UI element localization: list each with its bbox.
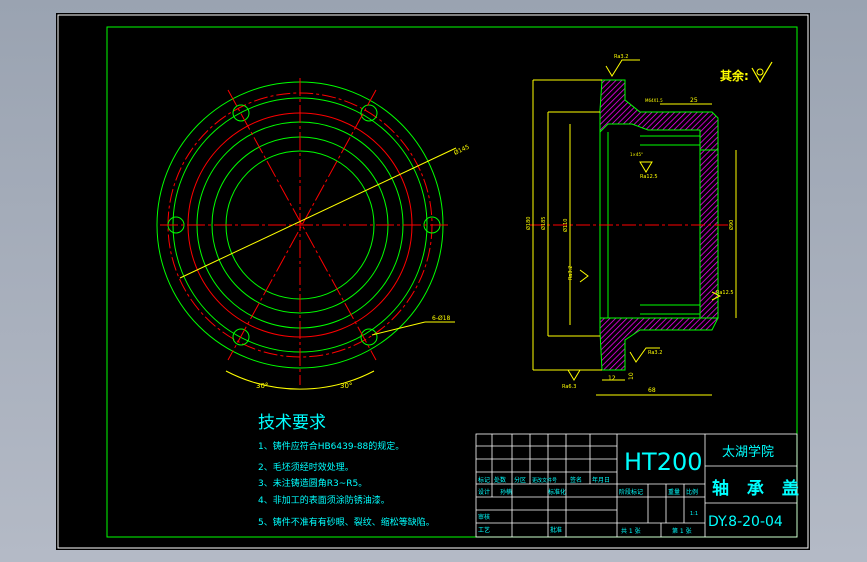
thread-label: M64X1.5 — [645, 98, 663, 103]
roughness-symbol: Ra3.2 — [605, 54, 640, 77]
tb-design: 设计 — [478, 488, 490, 496]
tech-note: 2、毛坯须经时效处理。 — [258, 461, 354, 473]
roughness-symbol: Ra6.3 — [562, 369, 581, 390]
dim-b-label: Ø110 — [562, 219, 569, 232]
roughness-general-icon — [751, 61, 773, 84]
tb-approve: 批准 — [550, 526, 562, 534]
roughness-symbol: Ra3.2 — [568, 266, 589, 283]
angle-right-label: 30° — [340, 382, 352, 390]
roughness-circle-icon — [756, 68, 764, 76]
tb-header: 更改文件号 — [532, 477, 557, 484]
tb-process: 工艺 — [478, 526, 490, 534]
front-view: Ø145 6-Ø18 30° 30° — [156, 78, 471, 390]
roughness-symbol: Ra3.2 — [629, 347, 662, 363]
bolt-hole — [232, 328, 250, 346]
tb-scale: 比例 — [686, 488, 698, 496]
tb-header: 签名 — [570, 476, 582, 484]
tb-weight: 重量 — [668, 488, 680, 496]
drawing-sheet — [56, 13, 810, 550]
section-view: Ø180 Ø185 Ø110 Ø90 68 12 10 25 M64X1.5 1… — [525, 54, 773, 396]
sheet-total-label: 共 1 张 — [621, 527, 641, 535]
school-label: 太湖学院 — [722, 444, 774, 460]
material-label: HT200 — [624, 448, 703, 476]
chamfer-label: 1×45° — [630, 152, 643, 157]
tb-standard: 标准化 — [548, 488, 566, 496]
bolt-hole — [360, 104, 378, 122]
title-block — [475, 433, 798, 538]
tech-requirements: 技术要求 1、铸件应符合HB6439-88的规定。 2、毛坯须经时效处理。 3、… — [258, 413, 435, 528]
roughness-symbol: Ra12.5 — [711, 290, 734, 301]
tech-title: 技术要求 — [258, 413, 326, 433]
svg-text:Ra3.2: Ra3.2 — [648, 350, 662, 356]
dim-total-label: 68 — [648, 387, 656, 394]
svg-text:Ra12.5: Ra12.5 — [716, 290, 734, 296]
svg-text:Ra3.2: Ra3.2 — [568, 266, 574, 280]
tb-header: 年月日 — [592, 476, 610, 484]
dim-25-label: 25 — [690, 97, 698, 104]
center-line-d2 — [227, 89, 377, 361]
roughness-symbol: Ra12.5 — [639, 161, 658, 180]
tb-header: 标记 — [478, 476, 490, 484]
center-line-d1 — [227, 89, 377, 361]
scale-label: 1:1 — [690, 511, 698, 517]
holes-leader — [371, 321, 426, 336]
tb-header: 处数 — [494, 476, 506, 484]
svg-text:Ra3.2: Ra3.2 — [614, 54, 628, 60]
part-name-label: 轴 承 盖 — [712, 478, 805, 499]
tech-note: 3、未注铸造圆角R3~R5。 — [258, 477, 367, 489]
tb-designer: 孙楠 — [500, 488, 512, 496]
dim-12-label: 12 — [608, 375, 616, 382]
bolt-hole — [232, 104, 250, 122]
tb-check: 审核 — [478, 513, 490, 521]
holes-dim-label: 6-Ø18 — [432, 315, 451, 322]
outer-frame — [57, 14, 809, 549]
bolt-hole — [360, 328, 378, 346]
dim-10-label: 10 — [628, 372, 635, 380]
tech-note: 1、铸件应符合HB6439-88的规定。 — [258, 440, 404, 452]
dim-c-label: Ø90 — [728, 220, 735, 230]
tb-header: 分区 — [514, 476, 526, 484]
tb-stage: 阶段标记 — [619, 488, 643, 496]
tech-note: 4、非加工的表面须涂防锈油漆。 — [258, 494, 390, 506]
roughness-note: 其余: — [720, 68, 749, 83]
angle-arc — [225, 370, 375, 390]
svg-text:Ra6.3: Ra6.3 — [562, 384, 576, 390]
dim-outer-label: Ø180 — [525, 217, 532, 230]
inner-frame — [106, 26, 798, 538]
svg-text:Ra12.5: Ra12.5 — [640, 174, 658, 180]
sheet-no-label: 第 1 张 — [672, 527, 692, 535]
dim-a-label: Ø185 — [540, 217, 547, 230]
section-hatch-bottom — [599, 317, 719, 371]
drawing-number-label: DY.8-20-04 — [708, 514, 783, 530]
tech-note: 5、铸件不准有有砂眼、裂纹、缩松等缺陷。 — [258, 516, 435, 528]
angle-left-label: 30° — [256, 382, 268, 390]
pcd-dim-line — [179, 147, 457, 279]
